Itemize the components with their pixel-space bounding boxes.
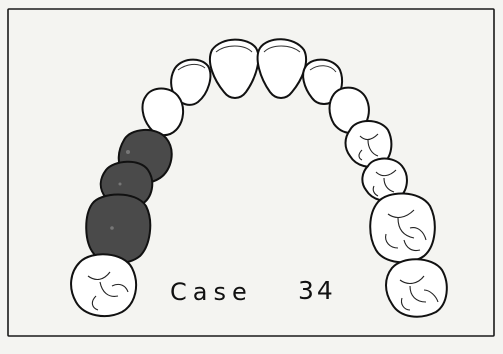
- case-label: Case: [170, 278, 253, 306]
- tooth-upper-left-first-molar: [370, 193, 435, 262]
- tooth-upper-right-canine: [143, 89, 184, 136]
- tooth-upper-right-central-incisor: [210, 40, 258, 98]
- shading-speck: [110, 226, 114, 230]
- case-number: 34: [298, 276, 336, 305]
- shading-speck: [126, 150, 130, 154]
- tooth-upper-right-first-molar-shaded: [86, 195, 150, 264]
- tooth-upper-left-second-molar: [386, 259, 447, 316]
- tooth-upper-right-second-molar: [71, 254, 136, 316]
- tooth-upper-left-central-incisor: [258, 39, 306, 98]
- shading-speck: [119, 183, 122, 186]
